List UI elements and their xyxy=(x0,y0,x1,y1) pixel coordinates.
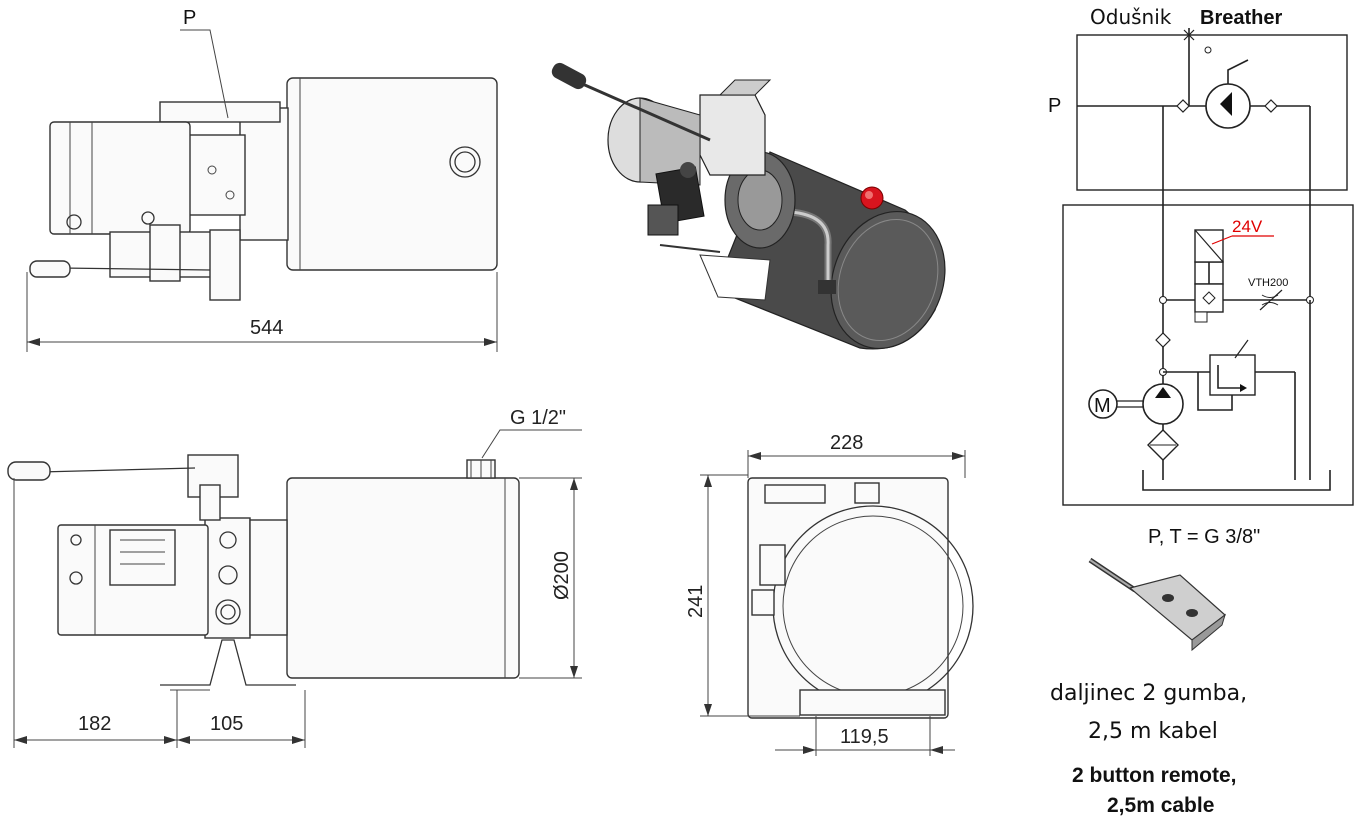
solenoid-voltage: 24V xyxy=(1232,217,1263,236)
throttle-label: VTH200 xyxy=(1248,277,1288,289)
motor-top xyxy=(49,121,191,235)
remote-desc-en-2: 2,5m cable xyxy=(1107,794,1214,817)
dim-fill-port: G 1/2" xyxy=(510,407,566,429)
port-label-p-top: P xyxy=(183,7,196,29)
dim-offset: 182 xyxy=(78,713,111,735)
filler-cap-iso xyxy=(860,186,884,210)
top-view: P 544 xyxy=(26,7,498,352)
side-view: G 1/2" Ø200 xyxy=(7,407,582,748)
end-view: 228 241 119,5 xyxy=(685,432,974,756)
dim-height: 241 xyxy=(685,585,707,618)
manifold-top xyxy=(239,107,289,241)
lever-handle-side xyxy=(7,461,51,481)
power-unit-box xyxy=(1062,204,1354,506)
tank-top xyxy=(286,77,498,271)
ports-note: P, T = G 3/8" xyxy=(1148,526,1260,548)
lever-handle-iso xyxy=(551,62,587,90)
dim-foot: 105 xyxy=(210,713,243,735)
breather-label-en: Breather xyxy=(1200,7,1282,29)
remote-button-1 xyxy=(1162,594,1174,602)
motor-symbol xyxy=(1088,389,1118,419)
isometric-view xyxy=(551,62,946,350)
dim-length: 544 xyxy=(250,317,283,339)
remote-button-2 xyxy=(1186,609,1198,617)
remote-desc-hr-1: daljinec 2 gumba, xyxy=(1050,681,1247,706)
manifold-side xyxy=(204,517,251,639)
hydraulic-schematic: Odušnik Breather P 24V xyxy=(1048,5,1354,548)
dim-foot-width: 119,5 xyxy=(840,726,889,748)
remote-control: daljinec 2 gumba, 2,5 m kabel 2 button r… xyxy=(1050,557,1247,817)
remote-desc-hr-2: 2,5 m kabel xyxy=(1088,719,1218,744)
breather-label-hr: Odušnik xyxy=(1090,5,1172,29)
remote-desc-en-1: 2 button remote, xyxy=(1072,764,1237,787)
dim-diameter: Ø200 xyxy=(551,551,573,600)
motor-letter: M xyxy=(1094,395,1111,417)
tank-plug xyxy=(449,146,481,178)
pump-symbol xyxy=(1142,383,1184,425)
relief-valve xyxy=(1209,354,1256,396)
port-p-schematic: P xyxy=(1048,95,1061,117)
dim-width: 228 xyxy=(830,432,863,454)
pump-housing-box xyxy=(1076,34,1348,191)
lever-handle-top xyxy=(29,260,71,278)
tank-side xyxy=(286,477,520,679)
